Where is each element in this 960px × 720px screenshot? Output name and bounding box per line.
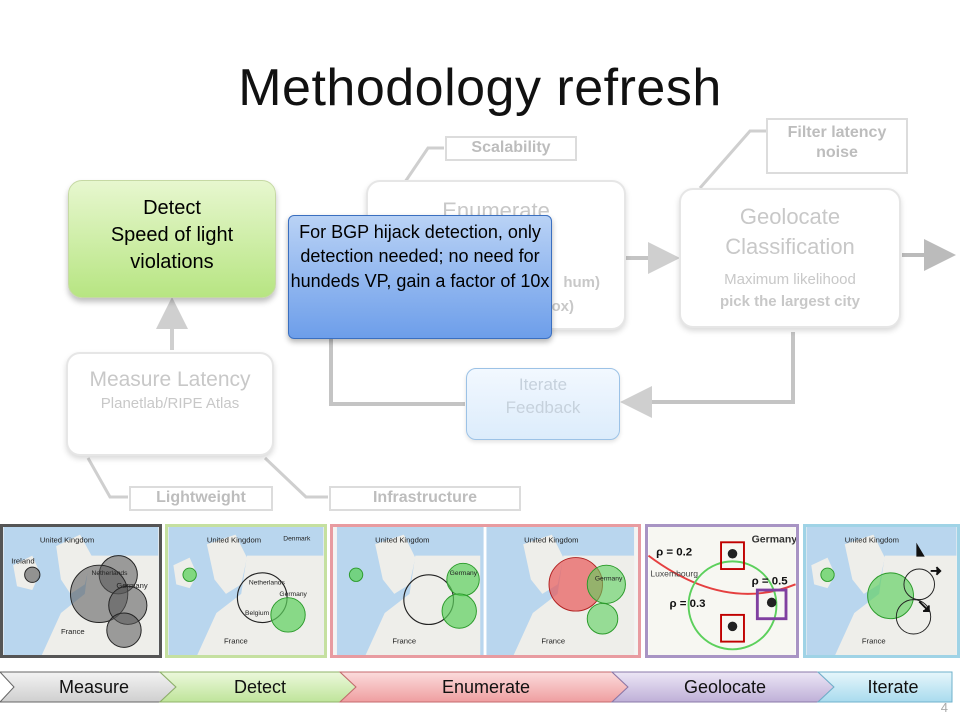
measure-title: Measure Latency	[89, 368, 251, 391]
svg-text:France: France	[541, 637, 565, 646]
page-title: Methodology refresh	[238, 59, 722, 117]
svg-text:ρ = 0.5: ρ = 0.5	[752, 575, 789, 587]
bgp-hijack-callout: For BGP hijack detection, only detection…	[288, 215, 552, 339]
geolocate-line1: Maximum likelihood	[724, 271, 856, 289]
svg-text:United Kingdom: United Kingdom	[845, 535, 899, 544]
geolocate-map-graphic: ρ = 0.2 ρ = 0.5 ρ = 0.3 Luxembourg Germa…	[648, 527, 796, 655]
svg-text:Germany: Germany	[279, 591, 307, 598]
page-number: 4	[940, 700, 948, 715]
svg-text:United Kingdom: United Kingdom	[40, 535, 94, 544]
pipeline-step-enumerate: Enumerate	[441, 677, 531, 697]
svg-text:Denmark: Denmark	[283, 535, 311, 542]
svg-text:United Kingdom: United Kingdom	[524, 535, 578, 544]
measure-subtitle: Planetlab/RIPE Atlas	[100, 395, 240, 413]
svg-text:United Kingdom: United Kingdom	[375, 535, 429, 544]
svg-text:France: France	[224, 637, 248, 646]
geolocate-line2: pick the largest city	[719, 293, 861, 311]
scalability-tag: Scalability	[445, 136, 577, 161]
svg-text:Luxembourg: Luxembourg	[650, 569, 698, 579]
pipeline-step-detect: Detect	[233, 677, 287, 697]
measure-map-graphic: Ireland United Kingdom Netherlands Germa…	[3, 527, 159, 655]
enumerate-line1: hum)	[563, 274, 600, 291]
iterate-map-graphic: United Kingdom France	[806, 527, 957, 655]
measure-map: Ireland United Kingdom Netherlands Germa…	[0, 524, 162, 658]
lightweight-tag: Lightweight	[129, 486, 273, 511]
svg-text:Ireland: Ireland	[11, 556, 34, 565]
geolocate-title: Geolocate Classification	[725, 204, 855, 259]
svg-text:Belgium: Belgium	[245, 610, 270, 617]
svg-text:Germany: Germany	[116, 581, 148, 590]
svg-text:ρ = 0.2: ρ = 0.2	[656, 547, 692, 559]
svg-text:Netherlands: Netherlands	[92, 570, 129, 577]
geolocate-stage[interactable]: Geolocate Classification Maximum likelih…	[679, 188, 901, 328]
svg-text:Germany: Germany	[450, 570, 478, 577]
svg-text:United Kingdom: United Kingdom	[207, 535, 261, 544]
measure-stage[interactable]: Measure Latency Planetlab/RIPE Atlas	[66, 352, 274, 456]
infrastructure-tag: Infrastructure	[329, 486, 521, 511]
filter-latency-tag: Filter latency noise	[766, 118, 908, 174]
geolocate-map: ρ = 0.2 ρ = 0.5 ρ = 0.3 Luxembourg Germa…	[645, 524, 799, 658]
iterate-map: United Kingdom France	[803, 524, 960, 658]
detect-map: United Kingdom Denmark Netherlands Belgi…	[165, 524, 327, 658]
svg-text:France: France	[392, 637, 416, 646]
enumerate-map-graphic: United Kingdom United Kingdom Germany Ge…	[336, 527, 635, 655]
enumerate-map: United Kingdom United Kingdom Germany Ge…	[330, 524, 641, 658]
svg-text:Netherlands: Netherlands	[249, 579, 286, 586]
pipeline-step-geolocate: Geolocate	[683, 677, 767, 697]
detect-stage[interactable]: Detect Speed of light violations	[68, 180, 276, 298]
detect-subtitle: Speed of light violations	[110, 224, 234, 273]
svg-text:Germany: Germany	[595, 575, 623, 582]
svg-text:France: France	[61, 627, 85, 636]
pipeline-bar	[0, 671, 953, 703]
svg-text:ρ = 0.3: ρ = 0.3	[669, 598, 705, 610]
svg-text:Germany: Germany	[752, 533, 796, 545]
pipeline-step-iterate: Iterate	[867, 677, 919, 697]
iterate-feedback-stage[interactable]: Iterate Feedback	[466, 368, 620, 440]
detect-title: Detect	[143, 197, 201, 219]
iterate-title: Iterate Feedback	[505, 375, 581, 417]
detect-map-graphic: United Kingdom Denmark Netherlands Belgi…	[168, 527, 324, 655]
svg-text:France: France	[862, 637, 886, 646]
pipeline-step-measure: Measure	[58, 677, 130, 697]
enumerate-line2: ox)	[551, 298, 575, 315]
